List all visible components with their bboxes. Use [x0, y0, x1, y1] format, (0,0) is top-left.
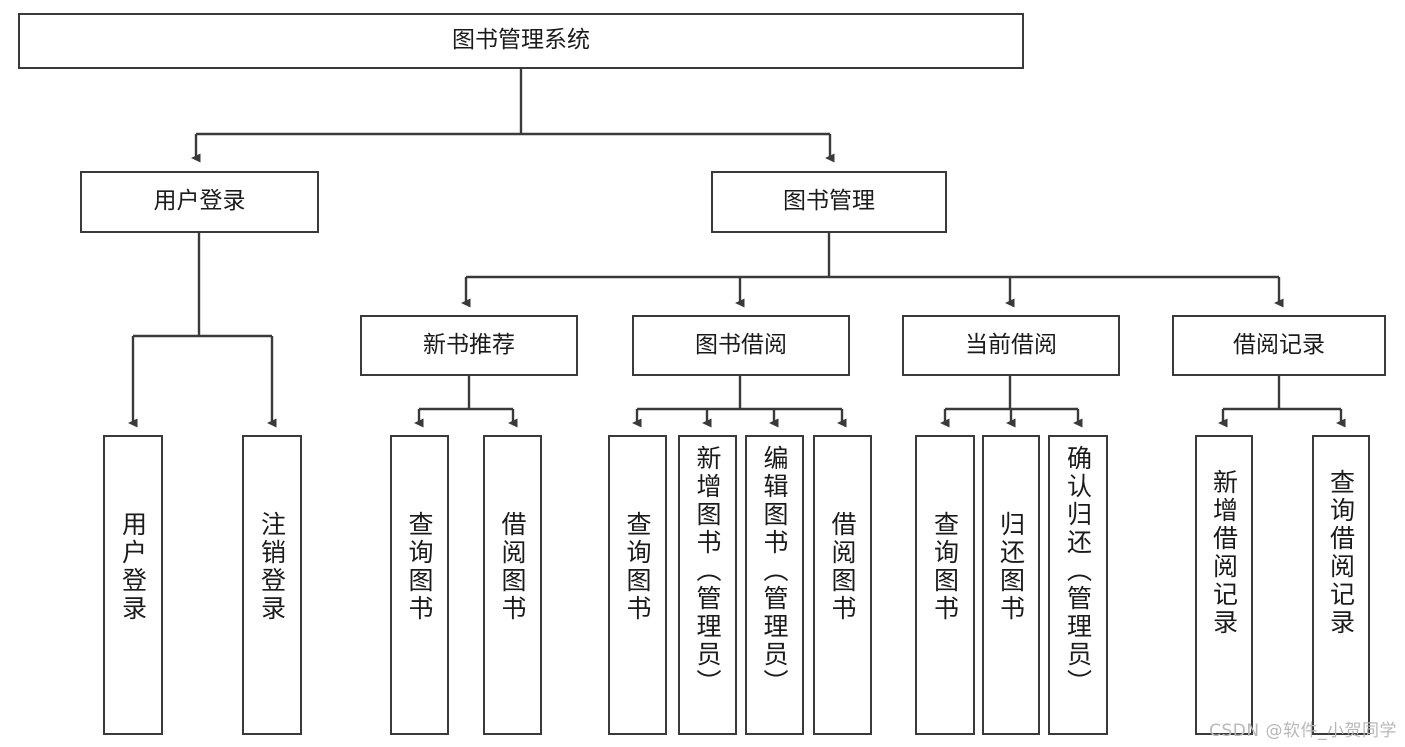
- node-leaf-borrow-book-1-label: 借阅图书: [498, 511, 527, 623]
- node-leaf-query-book-3[interactable]: 查询图书: [915, 435, 975, 735]
- node-user-login-label: 用户登录: [153, 188, 246, 215]
- node-user-login[interactable]: 用户登录: [80, 171, 319, 233]
- node-current-borrow[interactable]: 当前借阅: [902, 315, 1120, 376]
- node-leaf-user-login-label: 用户登录: [118, 511, 148, 623]
- node-leaf-borrow-book-1[interactable]: 借阅图书: [483, 435, 542, 735]
- node-leaf-add-book-label: 新增图书（管理员）: [693, 445, 722, 697]
- node-leaf-edit-book-label: 编辑图书（管理员）: [760, 445, 789, 697]
- node-new-book-recommend-label: 新书推荐: [423, 331, 515, 358]
- node-leaf-add-record-label: 新增借阅记录: [1209, 469, 1239, 637]
- node-new-book-recommend[interactable]: 新书推荐: [360, 315, 578, 376]
- node-leaf-user-logout-label: 注销登录: [257, 511, 287, 623]
- node-book-borrow-label: 图书借阅: [695, 331, 787, 358]
- node-leaf-query-book-1-label: 查询图书: [405, 511, 434, 623]
- node-leaf-query-book-1[interactable]: 查询图书: [390, 435, 449, 735]
- node-leaf-query-book-3-label: 查询图书: [930, 511, 960, 623]
- csdn-watermark: CSDN @软件_小贺同学: [1209, 721, 1397, 741]
- node-leaf-query-book-2[interactable]: 查询图书: [608, 435, 667, 735]
- node-leaf-user-logout[interactable]: 注销登录: [242, 435, 302, 735]
- node-root[interactable]: 图书管理系统: [18, 13, 1024, 69]
- node-leaf-return-book[interactable]: 归还图书: [982, 435, 1040, 735]
- node-leaf-confirm-return[interactable]: 确认归还（管理员）: [1048, 435, 1108, 735]
- node-book-management[interactable]: 图书管理: [711, 171, 947, 233]
- node-leaf-borrow-book-2-label: 借阅图书: [828, 511, 857, 623]
- node-leaf-add-record[interactable]: 新增借阅记录: [1195, 435, 1253, 735]
- node-leaf-edit-book[interactable]: 编辑图书（管理员）: [745, 435, 804, 735]
- node-leaf-confirm-return-label: 确认归还（管理员）: [1063, 445, 1093, 697]
- node-book-borrow[interactable]: 图书借阅: [632, 315, 850, 376]
- node-root-label: 图书管理系统: [452, 27, 590, 54]
- node-current-borrow-label: 当前借阅: [965, 331, 1057, 358]
- node-leaf-query-book-2-label: 查询图书: [623, 511, 652, 623]
- node-leaf-query-record[interactable]: 查询借阅记录: [1312, 435, 1370, 735]
- node-leaf-return-book-label: 归还图书: [996, 511, 1026, 623]
- node-leaf-query-record-label: 查询借阅记录: [1326, 469, 1356, 637]
- node-book-management-label: 图书管理: [783, 188, 875, 215]
- node-leaf-borrow-book-2[interactable]: 借阅图书: [813, 435, 872, 735]
- node-leaf-add-book[interactable]: 新增图书（管理员）: [678, 435, 737, 735]
- node-borrow-record-label: 借阅记录: [1233, 331, 1325, 358]
- node-borrow-record[interactable]: 借阅记录: [1172, 315, 1386, 376]
- node-leaf-user-login[interactable]: 用户登录: [103, 435, 163, 735]
